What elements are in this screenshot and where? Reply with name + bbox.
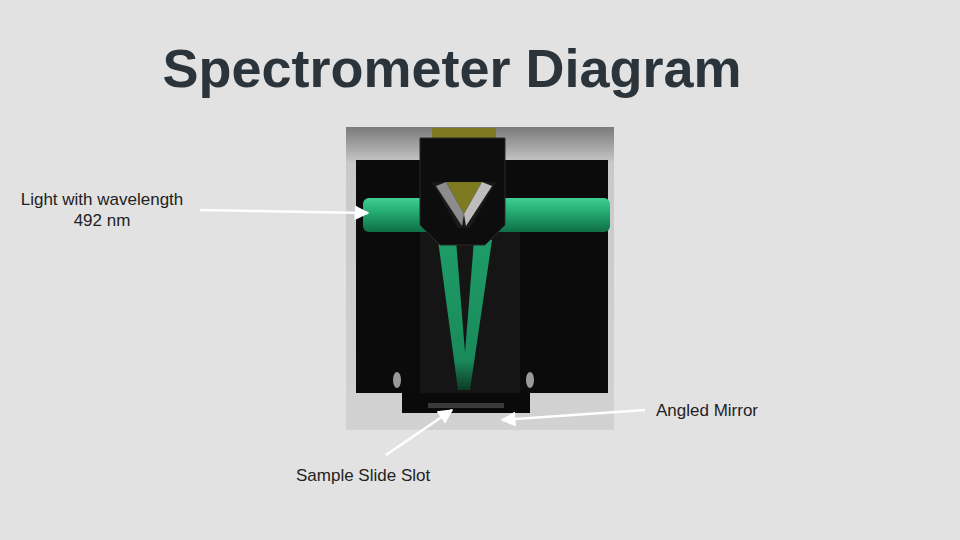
prism-mount — [420, 138, 505, 245]
prism-holder — [432, 182, 496, 228]
screw — [393, 372, 401, 388]
mirror-face — [464, 182, 492, 226]
leader-arrow — [200, 210, 368, 213]
light-beam — [438, 240, 468, 390]
part-label: Angled Mirror — [656, 400, 758, 421]
sample-slot — [428, 403, 504, 408]
render-background — [346, 127, 614, 430]
mirror-face — [436, 182, 464, 226]
leader-arrow — [502, 410, 645, 420]
diagram-title: Spectrometer Diagram — [162, 36, 741, 101]
part-label: Sample Slide Slot — [296, 465, 430, 486]
light-beam — [462, 240, 492, 390]
part-label: Light with wavelength 492 nm — [16, 189, 188, 231]
screw — [526, 372, 534, 388]
channel — [420, 232, 520, 395]
slot-tray — [402, 393, 530, 413]
leader-arrow — [386, 410, 452, 455]
